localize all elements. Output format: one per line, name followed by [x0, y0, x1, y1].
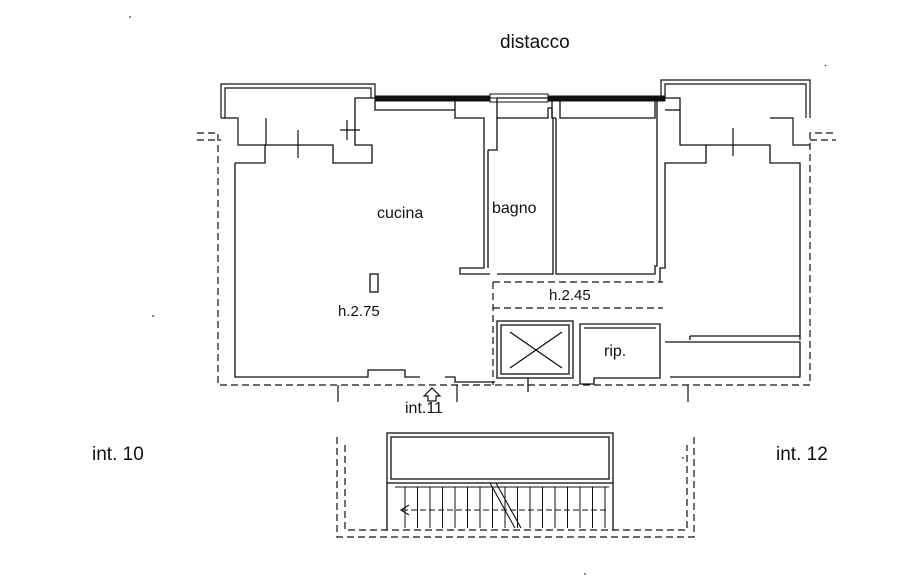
kitchen-label: cucina [377, 205, 423, 222]
stairwell-outline [336, 437, 695, 538]
outer-boundary [197, 132, 836, 386]
height-main-label: h.2.75 [338, 303, 380, 320]
survey-marks [129, 16, 827, 575]
right-room-walls [555, 97, 801, 378]
storage-label: rip. [604, 343, 626, 360]
neighbor-right-label: int. 12 [776, 444, 828, 465]
bathroom-walls [487, 97, 556, 275]
upper-wall-outline [220, 79, 811, 146]
kitchen-walls [234, 97, 495, 383]
height-corridor-label: h.2.45 [549, 287, 591, 304]
stair-landing [386, 432, 614, 530]
top-label: distacco [500, 32, 570, 53]
lift-shaft [496, 320, 574, 392]
column-marker [369, 273, 379, 293]
entrance-arrow [422, 387, 442, 402]
storage-room-walls [579, 323, 661, 385]
bathroom-label: bagno [492, 200, 537, 217]
stair-direction [399, 482, 606, 529]
entrance-label: int.11 [405, 400, 443, 417]
neighbor-left-label: int. 10 [92, 444, 144, 465]
stair-steps [395, 486, 609, 528]
